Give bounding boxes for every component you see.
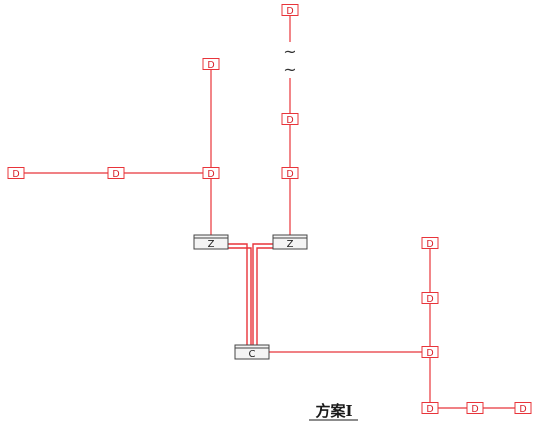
- hub-label: Z: [208, 239, 215, 250]
- device-label: D: [207, 169, 214, 180]
- device-label: D: [207, 60, 214, 71]
- node-d-branch-6: D: [514, 402, 532, 415]
- device-box: [281, 113, 299, 125]
- device-box: [202, 58, 220, 70]
- node-d-branch-4: D: [421, 402, 439, 415]
- node-d-top-left: D: [202, 58, 220, 71]
- node-z-left: Z: [193, 234, 229, 250]
- hub-label: Z: [287, 239, 294, 250]
- diagram-caption: 方案Ⅰ: [315, 402, 352, 420]
- device-box: [281, 167, 299, 179]
- node-c-center: C: [234, 344, 270, 360]
- node-d-left-1: D: [7, 167, 25, 180]
- device-label: D: [426, 294, 433, 305]
- device-label: D: [286, 115, 293, 126]
- node-d-top-right: D: [281, 4, 299, 17]
- device-label: D: [471, 404, 478, 415]
- device-label: D: [286, 169, 293, 180]
- device-label: D: [426, 239, 433, 250]
- node-z-right: Z: [272, 234, 308, 250]
- node-d-mid-right-1: D: [281, 113, 299, 126]
- node-d-mid-right-2: D: [281, 167, 299, 180]
- hub-label: C: [249, 349, 256, 360]
- node-d-junction-left: D: [202, 167, 220, 180]
- device-label: D: [519, 404, 526, 415]
- node-d-branch-3: D: [421, 346, 439, 359]
- break-marks: ~~: [283, 42, 297, 79]
- device-label: D: [112, 169, 119, 180]
- break-tilde-0: ~: [283, 42, 296, 61]
- device-box: [514, 402, 532, 414]
- edge-gap: [286, 42, 294, 78]
- device-label: D: [426, 348, 433, 359]
- device-box: [7, 167, 25, 179]
- node-d-branch-1: D: [421, 237, 439, 250]
- double-edge-z-left-c-center-1: [228, 247, 252, 345]
- double-edge-z-left-c-center-0: [228, 243, 248, 345]
- double-edge-z-right-c-center-0: [252, 243, 273, 345]
- break-tilde-1: ~: [283, 60, 296, 79]
- node-d-branch-5: D: [466, 402, 484, 415]
- device-box: [421, 346, 439, 358]
- device-box: [466, 402, 484, 414]
- node-d-left-2: D: [107, 167, 125, 180]
- diagram-nodes: D D D D D D D Z Z C D D D D D D: [7, 4, 532, 415]
- device-box: [107, 167, 125, 179]
- double-edge-z-right-c-center-1: [256, 247, 273, 345]
- node-d-branch-2: D: [421, 292, 439, 305]
- device-label: D: [12, 169, 19, 180]
- device-box: [281, 4, 299, 16]
- device-label: D: [426, 404, 433, 415]
- device-box: [421, 402, 439, 414]
- device-box: [202, 167, 220, 179]
- device-box: [421, 237, 439, 249]
- device-box: [421, 292, 439, 304]
- device-label: D: [286, 6, 293, 17]
